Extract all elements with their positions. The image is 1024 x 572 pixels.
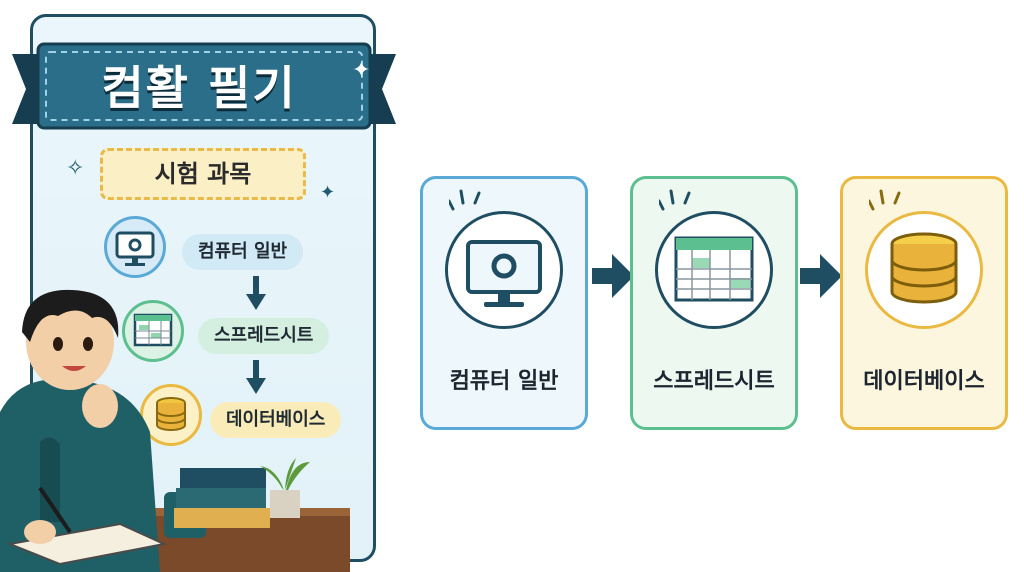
arrow-right-icon — [592, 254, 634, 298]
subject-item-database: 데이터베이스 — [210, 402, 342, 438]
student-illustration — [0, 289, 350, 572]
step-card-computer: 컴퓨터 일반 — [420, 176, 588, 430]
title-ribbon — [12, 42, 396, 130]
spreadsheet-icon — [122, 300, 184, 362]
panel-title: 컴활 필기 — [101, 61, 297, 115]
rays-icon — [869, 189, 901, 211]
subject-heading: 시험 과목 — [100, 148, 306, 200]
step-label: 컴퓨터 일반 — [449, 369, 559, 394]
spreadsheet-icon — [655, 211, 773, 329]
step-card-spreadsheet: 스프레드시트 — [630, 176, 798, 430]
database-icon — [140, 384, 202, 446]
rays-icon — [449, 189, 481, 211]
step-label: 스프레드시트 — [653, 369, 775, 394]
step-card-database: 데이터베이스 — [840, 176, 1008, 430]
arrow-down-icon — [246, 360, 266, 394]
subject-item-spreadsheet: 스프레드시트 — [198, 318, 330, 354]
step-label: 데이터베이스 — [863, 369, 985, 394]
computer-gear-icon — [445, 211, 563, 329]
computer-gear-icon — [104, 216, 166, 278]
database-icon — [865, 211, 983, 329]
arrow-down-icon — [246, 276, 266, 310]
sparkle-icon: ✦ — [352, 58, 371, 83]
subject-item-computer: 컴퓨터 일반 — [182, 234, 304, 270]
arrow-right-icon — [800, 254, 842, 298]
sparkle-icon: ✦ — [320, 182, 336, 203]
rays-icon — [659, 189, 691, 211]
sparkle-icon: ✧ — [66, 156, 85, 181]
